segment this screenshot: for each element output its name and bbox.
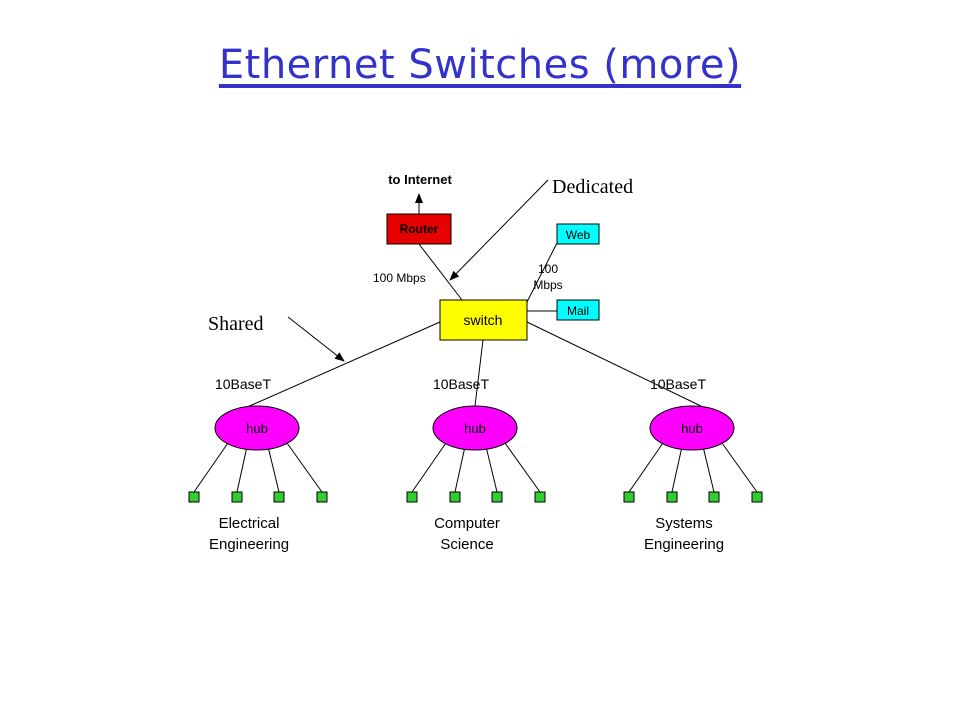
host-link (503, 441, 541, 493)
shared-annotation: Shared (208, 313, 264, 335)
host-node (534, 491, 546, 503)
host-link (628, 441, 665, 493)
switch-hub2-link (474, 339, 484, 407)
host-node (316, 491, 328, 503)
router-switch-link (418, 243, 463, 301)
host-node (231, 491, 243, 503)
hub-ellipse (432, 405, 518, 451)
shared-arrow (287, 316, 345, 362)
host-node (406, 491, 418, 503)
host-node (623, 491, 635, 503)
switch-box (439, 299, 528, 341)
web-server-box (556, 223, 600, 245)
host-link (285, 441, 323, 493)
department-name-line1: Computer (434, 515, 500, 532)
server-speed-label-line2: Mbps (533, 278, 562, 292)
switch-web-link (526, 242, 558, 303)
host-link (266, 441, 280, 493)
hub-ellipse (214, 405, 300, 451)
uplink-speed-label: 100 Mbps (373, 271, 426, 285)
server-speed-label-line1: 100 (538, 262, 558, 276)
hub-label: hub (464, 421, 486, 436)
host-link (411, 441, 448, 493)
router-box (386, 213, 452, 245)
host-link (193, 441, 230, 493)
link-type-label: 10BaseT (433, 376, 489, 392)
department-name-line2: Science (440, 536, 493, 553)
host-link (671, 441, 684, 493)
mail-server-label: Mail (567, 304, 589, 318)
dedicated-arrow (449, 179, 549, 281)
host-link (484, 441, 498, 493)
host-node (491, 491, 503, 503)
host-link (236, 441, 249, 493)
dedicated-annotation: Dedicated (552, 176, 633, 198)
hub-ellipse (649, 405, 735, 451)
host-link (701, 441, 715, 493)
switch-label: switch (464, 312, 503, 328)
hub-label: hub (246, 421, 268, 436)
host-link (454, 441, 467, 493)
internet-label: to Internet (388, 172, 452, 187)
department-name-line1: Systems (655, 515, 713, 532)
link-type-label: 10BaseT (650, 376, 706, 392)
host-node (751, 491, 763, 503)
switch-hub1-link (244, 321, 441, 409)
web-server-label: Web (566, 228, 591, 242)
host-node (273, 491, 285, 503)
host-node (666, 491, 678, 503)
host-node (708, 491, 720, 503)
slide-title: Ethernet Switches (more) (218, 42, 742, 88)
mail-server-box (556, 299, 600, 321)
department-name-line2: Engineering (209, 536, 289, 553)
link-type-label: 10BaseT (215, 376, 271, 392)
host-link (720, 441, 758, 493)
department-name-line1: Electrical (219, 515, 280, 532)
host-node (449, 491, 461, 503)
router-label: Router (400, 222, 439, 236)
host-node (188, 491, 200, 503)
hub-label: hub (681, 421, 703, 436)
department-name-line2: Engineering (644, 536, 724, 553)
switch-hub3-link (526, 321, 706, 409)
